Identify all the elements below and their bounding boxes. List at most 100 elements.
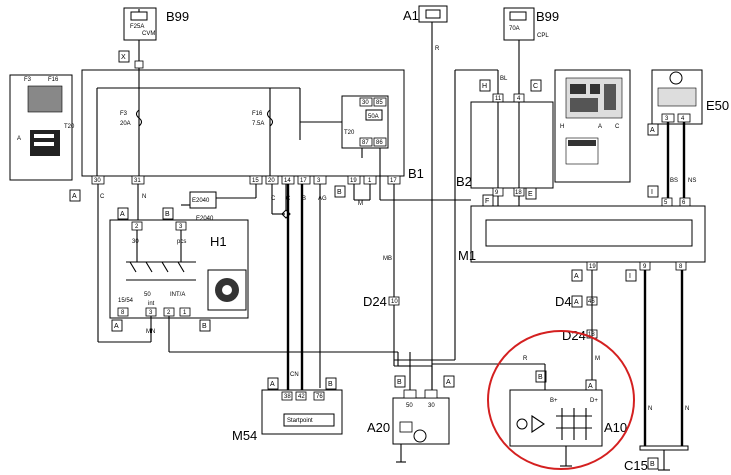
b1-pin-15: 15 bbox=[252, 178, 259, 184]
m54-pin-38: 38 bbox=[284, 394, 291, 400]
tag-a10-a: A bbox=[588, 383, 593, 390]
h1-pin-8: 8 bbox=[121, 310, 125, 316]
m54-display-text: Startpoint bbox=[287, 418, 313, 424]
b1-pin-17a: 17 bbox=[300, 178, 307, 184]
label-b99-right: B99 bbox=[536, 9, 559, 24]
component-h1: A B 2 3 30 pcs 15/54 50 int INT/A 8 3 2 … bbox=[109, 207, 249, 319]
fuse-b99-right: 70A CPL B99 bbox=[503, 7, 559, 41]
e50-pin-3: 3 bbox=[665, 116, 669, 122]
wire-mb: MB bbox=[383, 256, 392, 262]
tag-b1-b: B bbox=[337, 189, 342, 196]
a20-pin-30: 30 bbox=[428, 403, 435, 409]
tag-d4-a: A bbox=[574, 273, 579, 280]
h1-term-int: int bbox=[148, 301, 155, 307]
h1-term-1554: 15/54 bbox=[118, 298, 134, 304]
m54-pin-42: 42 bbox=[298, 394, 305, 400]
component-a20: B A 50 30 A20 bbox=[367, 375, 455, 463]
m1-pin-9: 9 bbox=[643, 264, 647, 270]
wire-b1: B bbox=[302, 196, 306, 202]
label-m54: M54 bbox=[232, 428, 257, 443]
h1-term-50: 50 bbox=[144, 292, 151, 298]
tag-a10-b: B bbox=[538, 374, 543, 381]
label-e50: E50 bbox=[706, 98, 729, 113]
tag-e50-i: I bbox=[651, 189, 653, 196]
tag-b1-a: A bbox=[72, 193, 77, 200]
b2-pin-4: 4 bbox=[517, 96, 521, 102]
b2-pin-18: 18 bbox=[515, 190, 522, 196]
tag-m54-b: B bbox=[328, 381, 333, 388]
tag-h1-a: A bbox=[120, 211, 125, 218]
h1-pin-2: 2 bbox=[135, 224, 139, 230]
label-d4: D4 bbox=[555, 294, 572, 309]
h1-term-30: 30 bbox=[132, 239, 139, 245]
label-d24-left: D24 bbox=[363, 294, 387, 309]
tag-a20-a: A bbox=[446, 379, 451, 386]
relay-pin-87: 87 bbox=[362, 140, 369, 146]
tag-m1-i: I bbox=[629, 273, 631, 280]
h1-pin-2b: 2 bbox=[167, 310, 171, 316]
tag-x: X bbox=[121, 54, 126, 61]
b1-f3: F3 bbox=[120, 111, 128, 117]
b2-pin-11: 11 bbox=[495, 96, 502, 102]
starter-motor-icon bbox=[413, 429, 427, 443]
component-b2: H C BL 11 4 9 18 B2 bbox=[456, 76, 554, 197]
tag-h1-a2: A bbox=[114, 323, 119, 330]
wire-a1-r: R bbox=[435, 46, 440, 52]
label-a20: A20 bbox=[367, 420, 390, 435]
label-a1: A1 bbox=[403, 8, 419, 23]
relay-pin-30: 30 bbox=[362, 100, 369, 106]
inset-tag-a: A bbox=[17, 136, 21, 142]
a20-pin-50: 50 bbox=[406, 403, 413, 409]
b1-pin-20: 20 bbox=[268, 178, 275, 184]
e50-pin-5: 5 bbox=[664, 200, 668, 206]
relay-50a: 50A bbox=[368, 114, 379, 120]
a10-pin-bplus: B+ bbox=[550, 398, 558, 404]
b1-pin-17b: 17 bbox=[390, 178, 397, 184]
label-b99-left: B99 bbox=[166, 9, 189, 24]
wire-c1: C bbox=[100, 194, 105, 200]
inset-f16: F16 bbox=[48, 77, 59, 83]
tag-m54-a: A bbox=[270, 381, 275, 388]
b2-inset: H A C bbox=[554, 69, 631, 183]
a10-pin-dplus: D+ bbox=[590, 398, 598, 404]
b1-f16: F16 bbox=[252, 111, 263, 117]
component-b1: B1 F3 20A F16 7.5A 30 85 87 86 50A T20 bbox=[81, 69, 424, 200]
tag-m1-f: F bbox=[485, 198, 489, 205]
h1-term-pcs: pcs bbox=[177, 239, 186, 245]
b1-f3-rating: 20A bbox=[120, 121, 131, 127]
h1-pin-3b: 3 bbox=[149, 310, 153, 316]
wire-n2: N bbox=[648, 406, 652, 412]
label-e2040: E2040 bbox=[196, 216, 214, 222]
b2-inset-h: H bbox=[560, 124, 564, 130]
e2040-box: E2040 bbox=[192, 198, 210, 204]
fuse-b99-right-tag: CPL bbox=[537, 33, 549, 39]
tag-b2-c: C bbox=[533, 83, 538, 90]
b1-pin-14: 14 bbox=[284, 178, 291, 184]
m54-pin-76: 76 bbox=[316, 394, 323, 400]
e50-pin-6: 6 bbox=[682, 200, 686, 206]
fuse-b99-right-rating: 70A bbox=[509, 26, 520, 32]
wire-n3: N bbox=[685, 406, 689, 412]
inset-t20: T20 bbox=[64, 124, 75, 130]
fuse-b99-left-tag: CVM bbox=[142, 31, 155, 37]
wire-n1: N bbox=[142, 194, 146, 200]
m1-pin-8: 8 bbox=[679, 264, 683, 270]
splice-node bbox=[281, 209, 291, 219]
b1-pin-19: 19 bbox=[350, 178, 357, 184]
label-m1: M1 bbox=[458, 248, 476, 263]
b1-pin-3: 3 bbox=[317, 178, 321, 184]
component-m54: A B CN 38 42 76 Startpoint M54 bbox=[232, 372, 343, 443]
b1-pin-30: 30 bbox=[94, 178, 101, 184]
label-h1: H1 bbox=[210, 234, 227, 249]
wire-ag: AG bbox=[318, 196, 327, 202]
wire-m2: M bbox=[595, 356, 600, 362]
component-m1: F E 19 9 8 M1 bbox=[458, 187, 706, 271]
alternator-stator-icon bbox=[516, 418, 528, 430]
b2-inset-c: C bbox=[615, 124, 620, 130]
fuse-box-inset: F3 F16 A T20 bbox=[9, 74, 75, 181]
b1-f16-rating: 7.5A bbox=[252, 121, 264, 127]
inset-f3: F3 bbox=[24, 77, 32, 83]
relay-pin-85: 85 bbox=[376, 100, 383, 106]
wire-cn: CN bbox=[290, 372, 299, 378]
